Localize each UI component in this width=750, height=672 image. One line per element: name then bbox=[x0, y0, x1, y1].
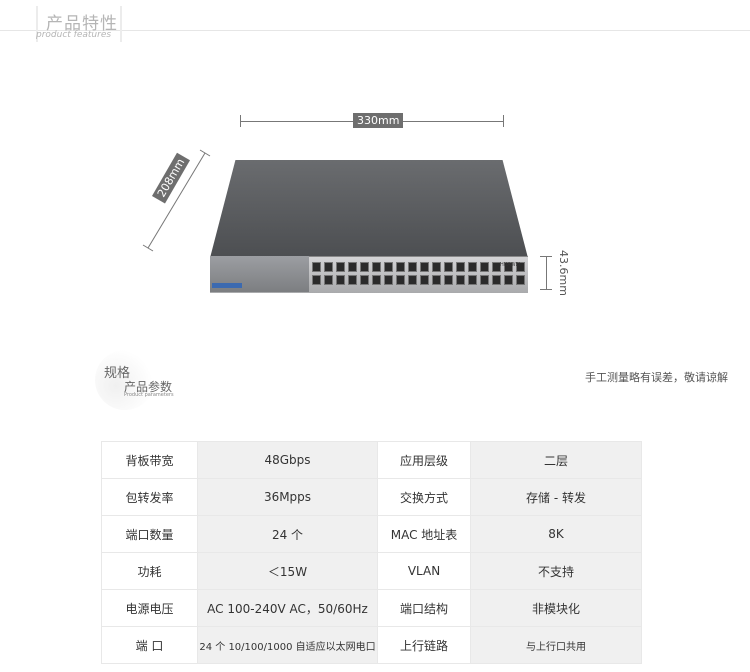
ethernet-port bbox=[432, 275, 441, 285]
spec-label: 交换方式 bbox=[377, 478, 471, 516]
ethernet-port bbox=[468, 275, 477, 285]
ethernet-port bbox=[384, 262, 393, 272]
height-label: 43.6mm bbox=[557, 250, 570, 296]
header-decoration bbox=[120, 6, 122, 42]
ethernet-port bbox=[408, 262, 417, 272]
ethernet-port bbox=[312, 262, 321, 272]
ethernet-port bbox=[372, 262, 381, 272]
width-dimension: 330mm bbox=[240, 113, 504, 128]
spec-heading-decoration bbox=[95, 350, 155, 410]
ethernet-port bbox=[432, 262, 441, 272]
spec-value: 36Mpps bbox=[197, 478, 378, 516]
ethernet-port bbox=[348, 275, 357, 285]
ethernet-port bbox=[312, 275, 321, 285]
ethernet-port bbox=[420, 275, 429, 285]
table-row: 端 口 24 个 10/100/1000 自适应以太网电口 上行链路 与上行口共… bbox=[101, 626, 642, 664]
spec-label: 包转发率 bbox=[101, 478, 198, 516]
spec-subtitle: 产品参数 bbox=[124, 380, 173, 394]
width-label: 330mm bbox=[353, 113, 404, 128]
spec-value: 24 个 bbox=[197, 515, 378, 553]
spec-value: 24 个 10/100/1000 自适应以太网电口 bbox=[197, 626, 378, 664]
spec-value: 8K bbox=[470, 515, 642, 553]
spec-value: AC 100-240V AC，50/60Hz bbox=[197, 589, 378, 627]
table-row: 端口数量 24 个 MAC 地址表 8K bbox=[101, 515, 642, 553]
page-title: 产品特性 bbox=[46, 14, 118, 34]
brand-logo: HUAWEI bbox=[500, 262, 521, 268]
spec-value: 二层 bbox=[470, 441, 642, 479]
measurement-note: 手工测量略有误差，敬请谅解 bbox=[585, 371, 728, 384]
ethernet-port bbox=[324, 275, 333, 285]
switch-ports bbox=[312, 262, 525, 285]
ethernet-port bbox=[480, 275, 489, 285]
height-dimension bbox=[540, 256, 554, 290]
ethernet-port bbox=[372, 275, 381, 285]
ethernet-port bbox=[360, 275, 369, 285]
spec-value: 存储 - 转发 bbox=[470, 478, 642, 516]
spec-label: VLAN bbox=[377, 552, 471, 590]
spec-subtitle-en: Product parameters bbox=[124, 392, 174, 398]
header-divider bbox=[0, 30, 750, 31]
page-subtitle: product features bbox=[36, 30, 112, 40]
ethernet-port bbox=[396, 262, 405, 272]
ethernet-port bbox=[348, 262, 357, 272]
ethernet-port bbox=[324, 262, 333, 272]
ethernet-port bbox=[492, 262, 501, 272]
ethernet-port bbox=[516, 262, 525, 272]
spec-label: MAC 地址表 bbox=[377, 515, 471, 553]
spec-label: 背板带宽 bbox=[101, 441, 198, 479]
ethernet-port bbox=[504, 275, 513, 285]
ethernet-port bbox=[492, 275, 501, 285]
switch-top-panel bbox=[210, 160, 528, 258]
table-row: 功耗 ＜15W VLAN 不支持 bbox=[101, 552, 642, 590]
spec-label: 端 口 bbox=[101, 626, 198, 664]
table-row: 包转发率 36Mpps 交换方式 存储 - 转发 bbox=[101, 478, 642, 516]
spec-label: 功耗 bbox=[101, 552, 198, 590]
ethernet-port bbox=[420, 262, 429, 272]
header-decoration bbox=[36, 6, 38, 42]
ethernet-port bbox=[396, 275, 405, 285]
depth-dimension bbox=[142, 149, 211, 252]
ethernet-port bbox=[444, 262, 453, 272]
table-row: 背板带宽 48Gbps 应用层级 二层 bbox=[101, 441, 642, 479]
spec-value: 非模块化 bbox=[470, 589, 642, 627]
ethernet-port bbox=[456, 262, 465, 272]
spec-value: 不支持 bbox=[470, 552, 642, 590]
ethernet-port bbox=[384, 275, 393, 285]
ethernet-port bbox=[408, 275, 417, 285]
ethernet-port bbox=[444, 275, 453, 285]
ethernet-port bbox=[480, 262, 489, 272]
spec-value: 与上行口共用 bbox=[470, 626, 642, 664]
spec-title: 规格 bbox=[104, 366, 131, 381]
spec-label: 端口数量 bbox=[101, 515, 198, 553]
spec-value: 48Gbps bbox=[197, 441, 378, 479]
ethernet-port bbox=[504, 262, 513, 272]
ethernet-port bbox=[456, 275, 465, 285]
table-row: 电源电压 AC 100-240V AC，50/60Hz 端口结构 非模块化 bbox=[101, 589, 642, 627]
spec-label: 电源电压 bbox=[101, 589, 198, 627]
ethernet-port bbox=[468, 262, 477, 272]
spec-label: 端口结构 bbox=[377, 589, 471, 627]
ethernet-port bbox=[516, 275, 525, 285]
spec-table: 背板带宽 48Gbps 应用层级 二层 包转发率 36Mpps 交换方式 存储 … bbox=[101, 441, 642, 664]
spec-label: 上行链路 bbox=[377, 626, 471, 664]
spec-label: 应用层级 bbox=[377, 441, 471, 479]
ethernet-port bbox=[360, 262, 369, 272]
ethernet-port bbox=[336, 275, 345, 285]
ethernet-port bbox=[336, 262, 345, 272]
switch-badge bbox=[212, 283, 242, 288]
spec-value: ＜15W bbox=[197, 552, 378, 590]
